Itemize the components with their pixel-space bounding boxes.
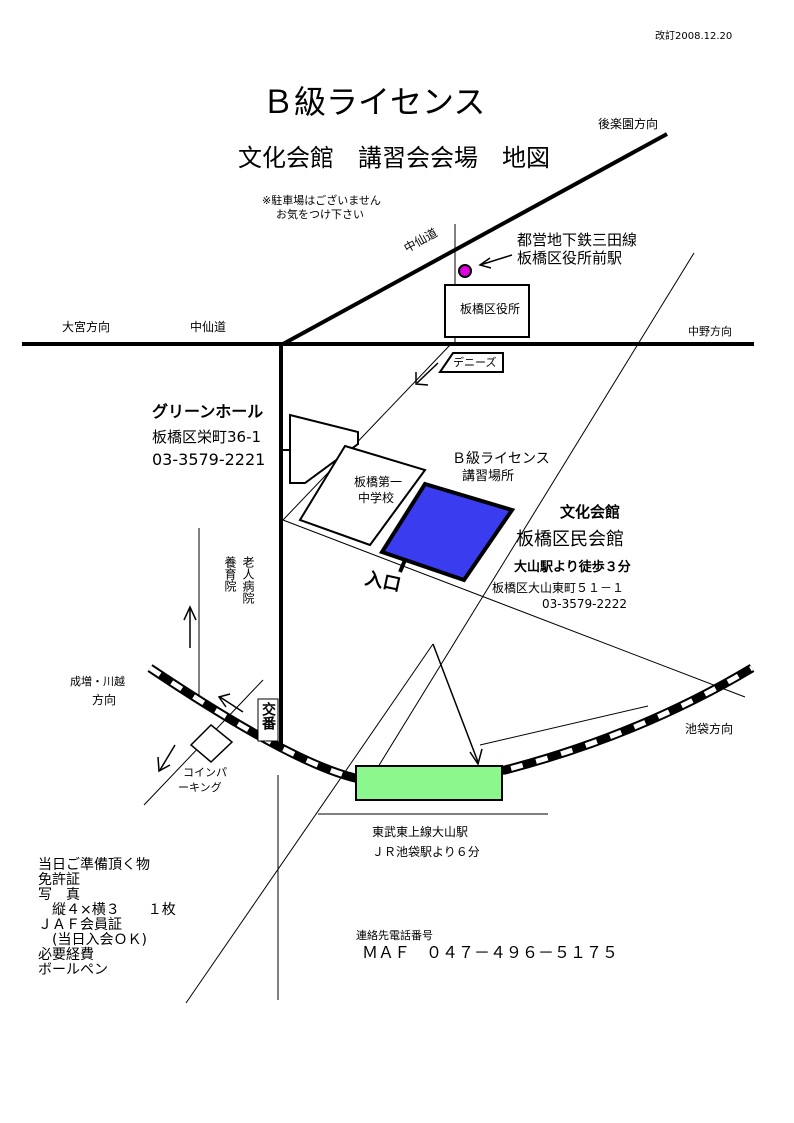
hospital-label-1: 老人病院: [241, 556, 255, 604]
bunka-name: 文化会館: [560, 503, 621, 521]
checklist-item: 縦４×横３ １枚: [38, 902, 176, 918]
checklist-item: ボールペン: [38, 962, 108, 978]
narimasu-direction: 成増・川越: [70, 675, 125, 688]
path-arrowhead: [469, 748, 483, 766]
bunka-walk: 大山駅より徒歩３分: [514, 560, 631, 575]
road-south: [185, 643, 434, 1004]
coin-parking-1: コインパ: [183, 766, 227, 779]
checklist-item: ＪＡＦ会員証: [38, 917, 122, 933]
checklist-item: 当日ご準備頂く物: [38, 857, 150, 873]
venue-label-2: 講習場所: [462, 469, 515, 484]
green-hall-phone: 03-3579-2221: [152, 450, 266, 469]
subway-arrowhead: [478, 257, 492, 269]
label-mita-station-2: 板橋区役所前駅: [517, 249, 623, 267]
venue-entrance-mark: [398, 559, 407, 573]
contact-label: 連絡先電話番号: [356, 929, 433, 942]
school-label-2: 中学校: [358, 491, 395, 505]
label-dennys: デニーズ: [453, 356, 497, 369]
ward-office-box: [444, 284, 530, 338]
arrow-nw: [219, 696, 244, 713]
revision-date: 改訂2008.12.20: [655, 31, 733, 42]
nakasendo-road: [282, 132, 668, 346]
green-hall-address: 板橋区栄町36-1: [152, 428, 262, 446]
street-diag: [282, 344, 451, 521]
checklist-item: 免許証: [38, 872, 80, 888]
checklist: 当日ご準備頂く物 免許証 写 真 縦４×横３ １枚 ＪＡＦ会員証 (当日入会ＯＫ…: [38, 858, 176, 978]
label-omiya-direction: 大宮方向: [62, 320, 111, 334]
checklist-item: 写 真: [38, 887, 80, 903]
arrow-north-head: [183, 605, 197, 621]
label-nakano-direction: 中野方向: [688, 325, 732, 338]
venue-label-1: Ｂ級ライセンス: [452, 451, 550, 467]
ikebukuro-direction: 池袋方向: [685, 722, 734, 736]
hospital-label-2: 養育院: [223, 556, 237, 592]
bunka-address: 板橋区大山東町５１－１: [492, 581, 625, 595]
arrow-nw-head: [217, 693, 231, 708]
subway-marker: [458, 264, 472, 278]
venue-box: [378, 481, 516, 583]
page-subtitle: 文化会館 講習会会場 地図: [238, 144, 550, 172]
label-ward-office: 板橋区役所: [460, 302, 521, 316]
checklist-item: (当日入会ＯＫ): [38, 932, 147, 948]
coin-parking-2: ーキング: [178, 781, 222, 794]
contact-number: ＭＡＦ ０４７－４９６－５１７５: [362, 943, 619, 962]
dennys-arrowhead: [415, 372, 429, 386]
school-box: [298, 444, 427, 547]
label-nakasendo: 中仙道: [190, 320, 227, 334]
coin-parking-box: [189, 723, 234, 764]
subway-arrow: [479, 254, 513, 266]
bunka-alt-name: 板橋区民会館: [516, 529, 624, 550]
label-korakuen-direction: 後楽園方向: [598, 117, 659, 131]
arrow-sw: [159, 744, 176, 771]
checklist-item: 必要経費: [38, 947, 94, 963]
diagonal-road-east: [377, 252, 695, 768]
path-to-station: [432, 643, 479, 763]
page-title: Ｂ級ライセンス: [262, 83, 486, 121]
road-side: [479, 705, 649, 746]
road-to-ikebukuro: [282, 519, 746, 698]
bunka-phone: 03-3579-2222: [542, 597, 628, 611]
dennys-arrow: [416, 362, 439, 384]
railway-dashes: [148, 665, 754, 781]
oyama-station-2: ＪＲ池袋駅より６分: [372, 845, 480, 859]
koban-label: 交番: [260, 702, 276, 730]
green-hall-box: [289, 413, 359, 484]
narimasu-direction-2: 方向: [92, 693, 117, 707]
dennys-box: [438, 352, 504, 373]
parking-note-1: ※駐車場はございません: [262, 194, 381, 207]
arrow-sw-head: [157, 756, 171, 773]
parking-note-2: お気をつけ下さい: [276, 208, 364, 221]
oyama-station-box: [355, 765, 503, 801]
green-hall-name: グリーンホール: [152, 402, 264, 421]
label-mita-station-1: 都営地下鉄三田線: [517, 231, 638, 249]
oyama-station-1: 東武東上線大山駅: [372, 825, 469, 839]
school-label-1: 板橋第一: [354, 475, 403, 489]
koban-box: [257, 698, 279, 742]
railway-outline: [147, 664, 755, 783]
